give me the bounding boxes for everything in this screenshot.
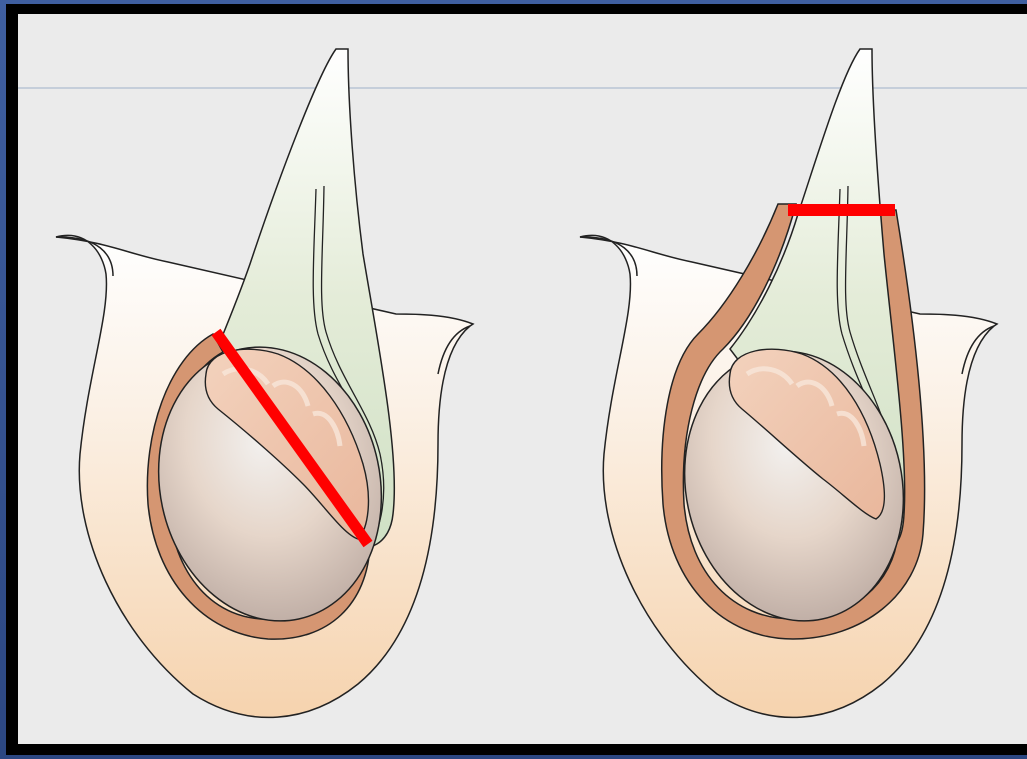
slide-canvas bbox=[18, 14, 1027, 744]
right-figure bbox=[580, 49, 997, 717]
left-figure bbox=[56, 49, 473, 717]
illustration-canvas bbox=[18, 14, 1027, 744]
